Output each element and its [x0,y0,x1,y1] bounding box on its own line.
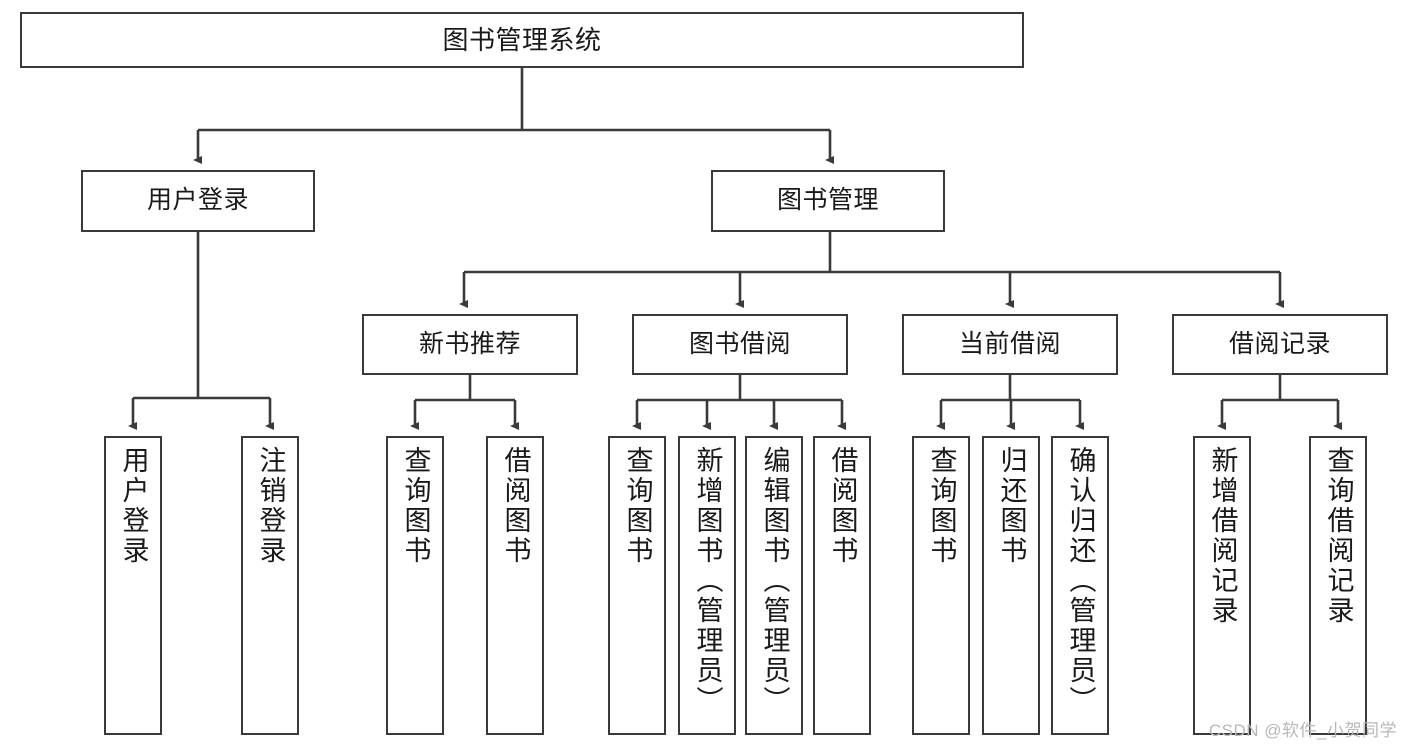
leaf-query-book-recommend[interactable]: 查询图书 [386,436,444,735]
node-current-borrow[interactable]: 当前借阅 [902,314,1118,375]
node-label: 查询借阅记录 [1323,446,1354,626]
node-label: 查询图书 [926,446,957,566]
node-label: 图书管理系统 [442,24,602,55]
leaf-query-book-current[interactable]: 查询图书 [912,436,970,735]
node-label: 用户登录 [146,186,249,215]
leaf-logout-login[interactable]: 注销登录 [241,436,299,735]
node-label: 新增图书（管理员） [692,446,723,716]
node-label: 确认归还（管理员） [1065,446,1096,716]
node-new-book-recommend[interactable]: 新书推荐 [362,314,578,375]
node-label: 注销登录 [255,446,286,566]
leaf-edit-book-admin[interactable]: 编辑图书（管理员） [745,436,803,735]
node-label: 图书管理 [776,186,879,215]
node-label: 用户登录 [118,446,149,566]
leaf-add-book-admin[interactable]: 新增图书（管理员） [678,436,736,735]
leaf-query-book-borrow[interactable]: 查询图书 [608,436,666,735]
leaf-return-book[interactable]: 归还图书 [982,436,1040,735]
node-label: 新增借阅记录 [1207,446,1238,626]
node-label: 借阅图书 [500,446,531,566]
watermark: CSDN @软件_小贺同学 [1208,721,1397,740]
node-label: 编辑图书（管理员） [759,446,790,716]
node-root-book-management-system[interactable]: 图书管理系统 [20,12,1024,68]
node-borrow-record[interactable]: 借阅记录 [1172,314,1388,375]
leaf-add-borrow-record[interactable]: 新增借阅记录 [1193,436,1251,735]
node-label: 新书推荐 [418,329,521,358]
node-label: 借阅图书 [827,446,858,566]
leaf-query-borrow-record[interactable]: 查询借阅记录 [1309,436,1367,735]
leaf-borrow-book-recommend[interactable]: 借阅图书 [486,436,544,735]
leaf-user-login[interactable]: 用户登录 [104,436,162,735]
node-label: 借阅记录 [1228,329,1331,358]
node-label: 查询图书 [622,446,653,566]
node-book-borrow[interactable]: 图书借阅 [632,314,848,375]
node-label: 查询图书 [400,446,431,566]
node-label: 归还图书 [996,446,1027,566]
node-label: 图书借阅 [688,329,791,358]
leaf-borrow-book[interactable]: 借阅图书 [813,436,871,735]
node-book-management[interactable]: 图书管理 [711,170,945,232]
node-label: 当前借阅 [958,329,1061,358]
node-user-login[interactable]: 用户登录 [81,170,315,232]
leaf-confirm-return-admin[interactable]: 确认归还（管理员） [1051,436,1109,735]
